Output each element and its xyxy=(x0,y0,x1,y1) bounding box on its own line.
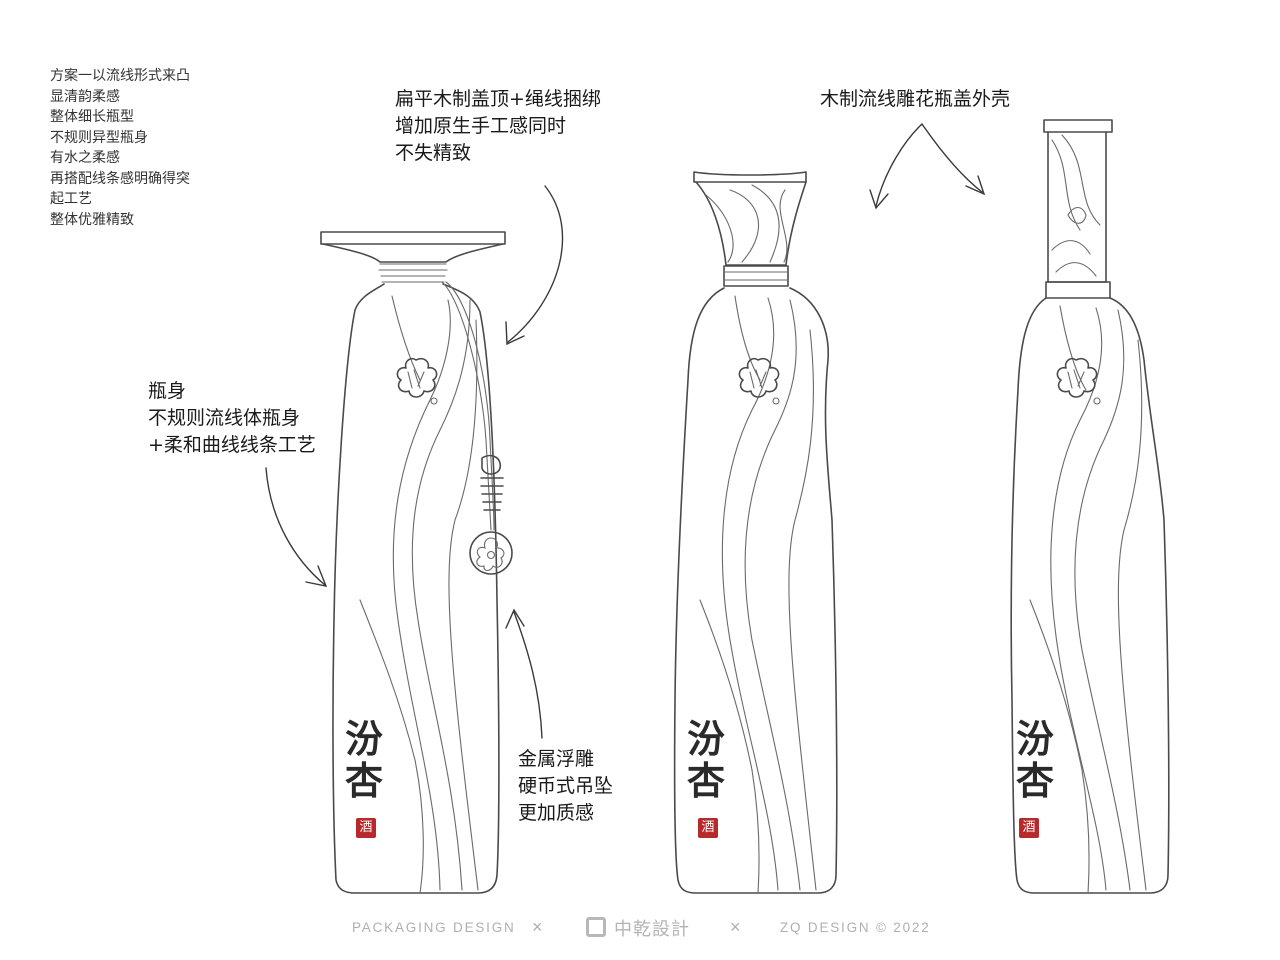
footer-separator: × xyxy=(532,917,545,937)
shell-arrow xyxy=(875,122,983,207)
plum-blossom-logo-mark xyxy=(407,369,425,389)
bottle-1-cap-flare xyxy=(322,243,504,263)
bottle-2-brand-calligraphy: 汾杏 xyxy=(686,716,725,803)
shell-arrow-head-right xyxy=(965,175,986,196)
bottle-3-body xyxy=(1010,297,1170,894)
plum-blossom-logo-icon xyxy=(738,357,780,398)
bottle-2-flow-line xyxy=(699,599,760,894)
bottle-3-flow-line xyxy=(1074,309,1131,891)
bottle-2 xyxy=(673,171,838,894)
bottle-2-flow-line xyxy=(788,329,817,891)
bottle-2-cap-top xyxy=(693,171,807,183)
footer-copyright: ZQ DESIGN © 2022 xyxy=(780,920,931,935)
shell-annotation: 木制流线雕花瓶盖外壳 xyxy=(820,86,1010,113)
bottle-3-seal-stamp: 酒 xyxy=(1019,818,1039,838)
pendant-annotation-line: 金属浮雕 xyxy=(518,748,595,770)
footer-logo-text: 中乾設計 xyxy=(614,919,690,940)
bottle-2-flow-line xyxy=(721,297,779,891)
bottle-2-cap-carving xyxy=(705,184,788,263)
registered-mark-icon xyxy=(1093,397,1101,405)
plum-blossom-logo-mark xyxy=(1067,369,1085,389)
bottle-2-collar xyxy=(723,265,789,287)
bottle-1-flow-line xyxy=(448,319,479,891)
bottle-2-flow-line xyxy=(734,295,761,381)
body-annotation-line: 不规则流线体瓶身 xyxy=(148,407,301,429)
cap-arrow xyxy=(507,185,564,343)
plum-blossom-logo-icon xyxy=(1056,357,1098,398)
bottle-1-string xyxy=(441,281,492,531)
bottle-1 xyxy=(320,231,513,894)
bottle-2-flow-line xyxy=(744,299,801,891)
concept-note-line: 再搭配线条感明确得突 xyxy=(50,170,190,187)
body-annotation-line: 瓶身 xyxy=(148,380,187,402)
bottle-3-flow-line xyxy=(1059,305,1087,391)
body-annotation: 瓶身 不规则流线体瓶身 +柔和曲线线条工艺 xyxy=(148,378,316,459)
cap-annotation: 扁平木制盖顶+绳线捆绑 增加原生手工感同时 不失精致 xyxy=(395,86,601,167)
concept-note-line: 整体优雅精致 xyxy=(50,211,134,228)
bottle-2-body xyxy=(673,287,838,894)
bottle-2-cap-shell xyxy=(695,181,807,266)
registered-mark-icon xyxy=(772,397,780,405)
bottle-1-flow-line xyxy=(392,299,451,891)
concept-note-line: 显清韵柔感 xyxy=(50,88,120,105)
cap-annotation-line: 不失精致 xyxy=(395,142,472,164)
bottle-3 xyxy=(1010,119,1170,894)
bottle-3-brand-calligraphy: 汾杏 xyxy=(1015,716,1054,803)
footer-separator: × xyxy=(730,917,743,937)
shell-annotation-line: 木制流线雕花瓶盖外壳 xyxy=(820,88,1011,110)
bottle-3-flow-line xyxy=(1029,599,1090,894)
bottle-1-seal-stamp: 酒 xyxy=(356,818,376,838)
pendant-arrow-head xyxy=(505,608,525,629)
plum-blossom-logo-mark xyxy=(749,369,767,389)
footer-packaging-design: PACKAGING DESIGN xyxy=(352,920,516,935)
bottle-1-knot xyxy=(480,454,504,511)
concept-note-line: 整体细长瓶型 xyxy=(50,109,134,125)
bottle-3-cap-top xyxy=(1043,119,1113,133)
pendant-flower-icon xyxy=(476,537,505,572)
pendant-annotation-line: 硬币式吊坠 xyxy=(518,775,614,797)
body-annotation-line: +柔和曲线线条工艺 xyxy=(148,434,316,456)
bottle-3-flow-line xyxy=(1117,339,1147,891)
pendant-arrow xyxy=(513,611,543,739)
bottle-1-neck-ring xyxy=(378,263,448,283)
concept-note-line: 方案一以流线形式来凸 xyxy=(50,68,190,84)
registered-mark-icon xyxy=(430,397,438,405)
body-arrow xyxy=(265,467,326,586)
pendant-annotation: 金属浮雕 硬币式吊坠 更加质感 xyxy=(518,746,613,827)
pendant-annotation-line: 更加质感 xyxy=(518,802,595,824)
plum-blossom-logo-icon xyxy=(396,357,438,398)
bottle-1-flow-line xyxy=(359,599,424,894)
cap-annotation-line: 扁平木制盖顶+绳线捆绑 xyxy=(395,88,601,110)
bottle-1-flow-line xyxy=(411,299,471,891)
concept-note-line: 有水之柔感 xyxy=(50,150,120,166)
footer-watermark: PACKAGING DESIGN × 中乾設計 × ZQ DESIGN © 20… xyxy=(0,915,1280,943)
shell-arrow-head-left xyxy=(869,189,889,210)
bottle-1-cap-top xyxy=(320,231,506,245)
cap-arrow-head xyxy=(505,321,525,346)
bottle-2-collar-ring xyxy=(723,271,789,281)
bottle-1-neck xyxy=(332,283,500,894)
bottle-3-flow-line xyxy=(1050,307,1107,891)
cap-annotation-line: 增加原生手工感同时 xyxy=(395,115,567,137)
bottle-3-collar xyxy=(1045,281,1111,299)
zq-logo-icon xyxy=(586,917,606,937)
bottle-1-pendant-coin xyxy=(469,531,513,575)
bottle-1-flow-line xyxy=(391,295,421,381)
bottle-1-string xyxy=(445,281,495,531)
concept-note-line: 起工艺 xyxy=(50,191,92,207)
pendant-flower-center xyxy=(486,550,496,560)
concept-note-line: 不规则异型瓶身 xyxy=(50,129,148,146)
bottle-3-cap-carving xyxy=(1051,134,1101,277)
bottle-1-brand-calligraphy: 汾杏 xyxy=(344,716,383,803)
bottle-2-seal-stamp: 酒 xyxy=(698,818,718,838)
body-arrow-head xyxy=(305,565,328,587)
concept-notes: 方案一以流线形式来凸 显清韵柔感 整体细长瓶型 不规则异型瓶身 有水之柔感 再搭… xyxy=(50,66,190,230)
